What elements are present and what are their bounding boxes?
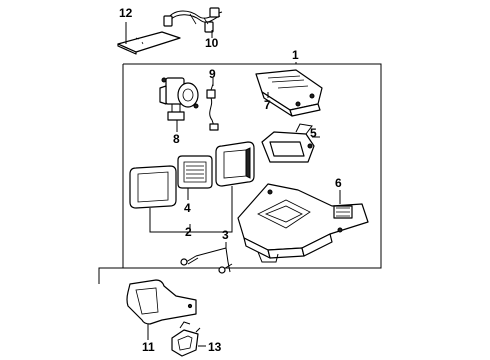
callout-11: 11	[142, 340, 155, 354]
callout-7: 7	[264, 98, 271, 112]
part-12-label-card	[117, 31, 181, 55]
callout-1: 1	[292, 48, 299, 62]
part-7-cover	[255, 69, 323, 117]
part-13-socket	[171, 321, 201, 357]
part-10-wire-harness	[163, 7, 223, 33]
part-2-headlamp-left	[129, 165, 177, 209]
callout-13: 13	[208, 340, 222, 354]
leader-3	[195, 242, 229, 263]
callout-4: 4	[184, 201, 191, 215]
callout-10: 10	[205, 36, 219, 50]
part-9-sensor-wire	[206, 83, 219, 131]
part-3-adjusters	[180, 255, 233, 274]
callout-12: 12	[119, 6, 133, 20]
callout-2: 2	[185, 225, 192, 239]
part-11-bezel	[126, 279, 197, 325]
callout-8: 8	[173, 132, 180, 146]
callout-6: 6	[335, 176, 342, 190]
leader-2-bracket	[149, 186, 233, 233]
callout-5: 5	[310, 126, 317, 140]
callout-3: 3	[222, 228, 229, 242]
part-4-sealed-beam	[177, 155, 213, 189]
part-8-actuator	[159, 77, 199, 121]
part-6-mounting-base	[237, 183, 369, 263]
part-2-bezel-right	[215, 141, 255, 187]
callout-9: 9	[209, 67, 216, 81]
part-5-housing	[261, 123, 315, 163]
